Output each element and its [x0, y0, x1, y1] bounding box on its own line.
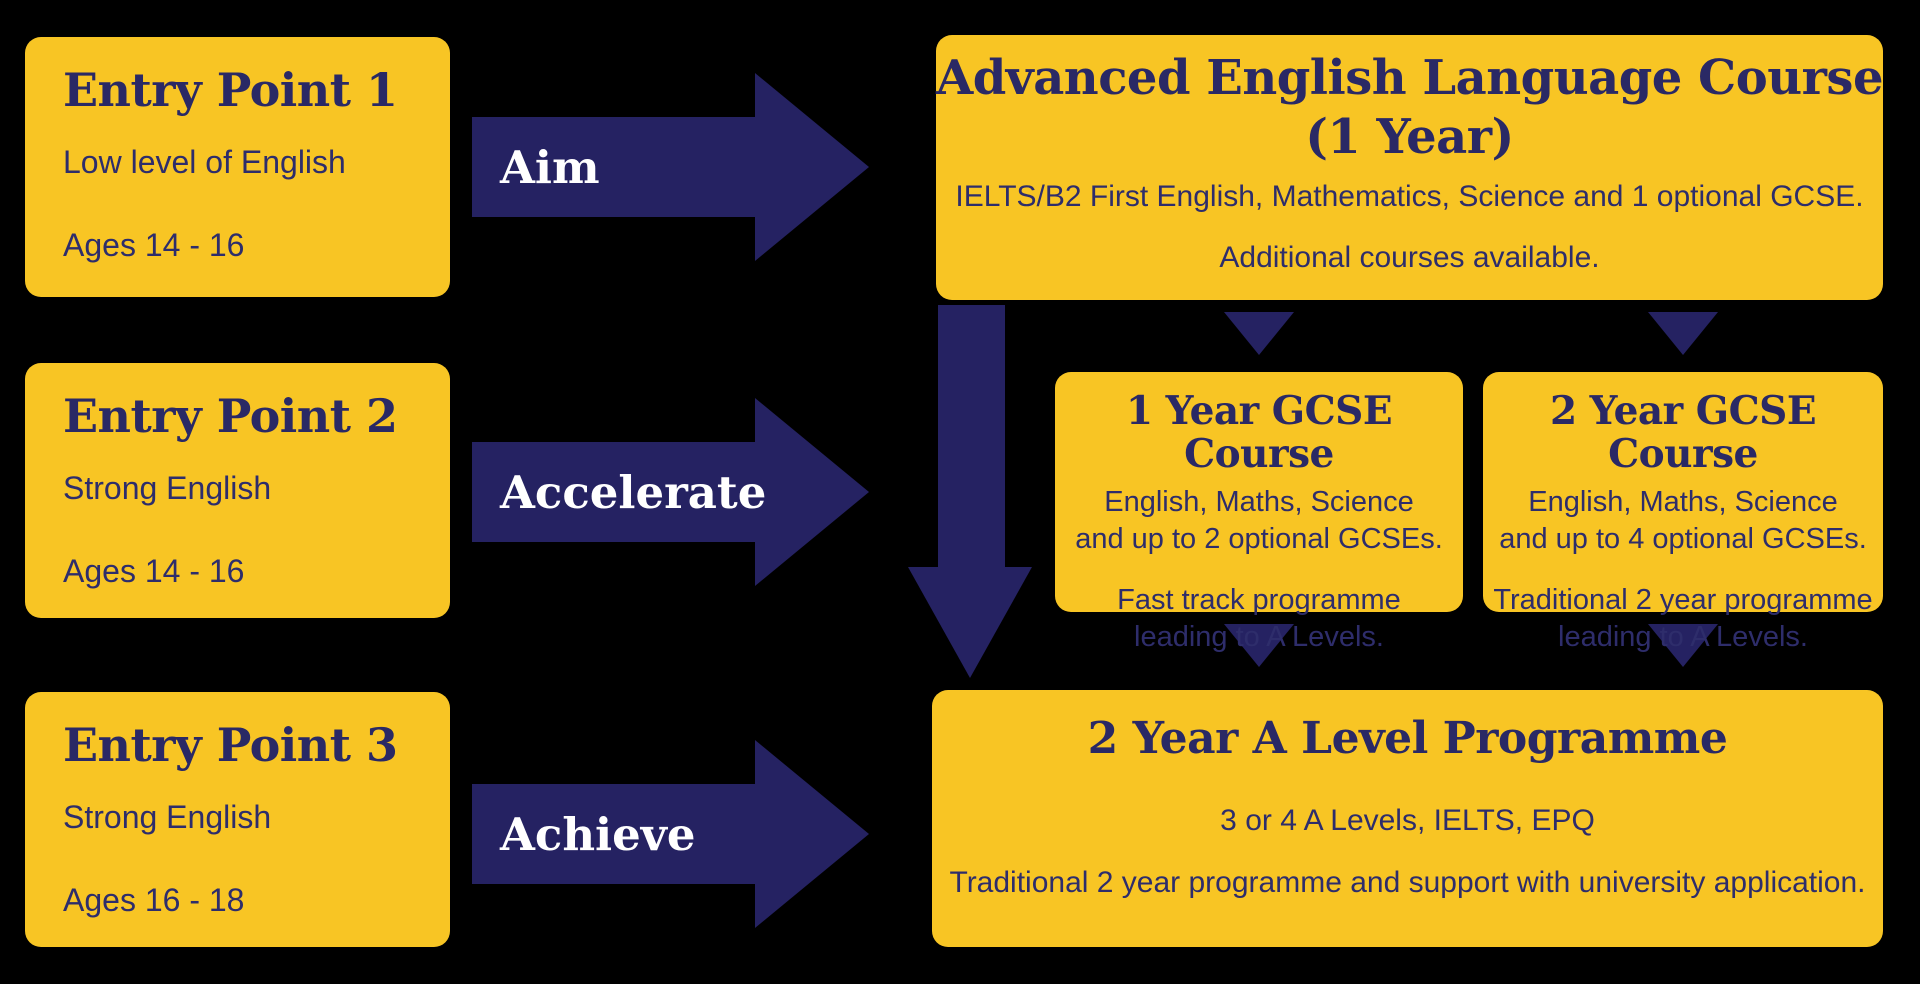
gcse-2-year-programme: Traditional 2 year programme leading to …: [1483, 582, 1883, 656]
gcse-2-year-programme-line2: leading to A Levels.: [1558, 621, 1808, 654]
entry-point-1-card: Entry Point 1 Low level of English Ages …: [25, 37, 450, 297]
gcse-1-year-programme-line1: Fast track programme: [1117, 584, 1401, 616]
advanced-english-course-card: Advanced English Language Course (1 Year…: [936, 35, 1883, 300]
down-arrow-icon: [908, 567, 1032, 678]
right-arrow-icon: [755, 73, 869, 261]
gcse-2-year-card: 2 Year GCSE Course English, Maths, Scien…: [1483, 372, 1883, 653]
a-level-programme-title: 2 Year A Level Programme: [1087, 713, 1728, 764]
entry-point-3-card: Entry Point 3 Strong English Ages 16 - 1…: [25, 692, 450, 947]
achieve-arrow-label: Achieve: [500, 807, 696, 861]
entry-point-1-ages: Ages 14 - 16: [63, 227, 245, 264]
accelerate-arrow-body: [472, 442, 756, 542]
a-level-programme-note: Traditional 2 year programme and support…: [949, 866, 1866, 900]
entry-point-3-level: Strong English: [63, 798, 272, 835]
aim-arrow-body: [472, 117, 756, 217]
entry-point-1-level: Low level of English: [63, 143, 346, 180]
entry-point-1-title: Entry Point 1: [63, 63, 398, 117]
gcse-2-year-programme-line1: Traditional 2 year programme: [1493, 584, 1873, 616]
gcse-2-year-subjects-line2: and up to 4 optional GCSEs.: [1499, 522, 1867, 555]
advanced-english-course-title-line1: Advanced English Language Course: [936, 50, 1883, 106]
advanced-english-course-title: Advanced English Language Course (1 Year…: [936, 49, 1883, 166]
gcse-1-year-title: 1 Year GCSE Course: [1125, 388, 1393, 477]
accelerate-arrow-label: Accelerate: [500, 465, 767, 519]
entry-point-2-ages: Ages 14 - 16: [63, 553, 245, 590]
advanced-english-course-subjects: IELTS/B2 First English, Mathematics, Sci…: [955, 180, 1864, 214]
a-level-programme-subjects: 3 or 4 A Levels, IELTS, EPQ: [1220, 804, 1595, 838]
down-triangle-icon-gcse1-to-alevel: [1224, 624, 1294, 667]
down-arrow-body: [938, 305, 1005, 568]
aim-arrow: Aim: [472, 73, 869, 261]
entry-point-2-title: Entry Point 2: [63, 389, 398, 443]
down-triangle-icon-gcse2-to-alevel: [1648, 624, 1718, 667]
entry-point-3-title: Entry Point 3: [63, 718, 398, 772]
gcse-1-year-subjects-line1: English, Maths, Science: [1104, 485, 1414, 518]
right-arrow-icon: [755, 398, 869, 586]
down-arrow-advanced-to-alevel: [908, 305, 1032, 678]
gcse-2-year-subjects-line1: English, Maths, Science: [1528, 485, 1838, 518]
gcse-2-year-title: 2 Year GCSE Course: [1549, 388, 1817, 477]
gcse-1-year-programme: Fast track programme leading to A Levels…: [1055, 582, 1463, 656]
gcse-1-year-card: 1 Year GCSE Course English, Maths, Scien…: [1055, 372, 1463, 653]
a-level-programme-card: 2 Year A Level Programme 3 or 4 A Levels…: [932, 690, 1883, 947]
advanced-english-course-note: Additional courses available.: [1219, 241, 1600, 275]
down-triangle-icon-advanced-to-gcse2: [1648, 312, 1718, 355]
down-triangle-icon-advanced-to-gcse1: [1224, 312, 1294, 355]
entry-point-2-card: Entry Point 2 Strong English Ages 14 - 1…: [25, 363, 450, 618]
aim-arrow-label: Aim: [500, 140, 600, 194]
entry-point-3-ages: Ages 16 - 18: [63, 882, 245, 919]
right-arrow-icon: [755, 740, 869, 928]
accelerate-arrow: Accelerate: [472, 398, 869, 586]
gcse-1-year-programme-line2: leading to A Levels.: [1134, 621, 1384, 654]
achieve-arrow: Achieve: [472, 740, 869, 928]
advanced-english-course-title-line2: (1 Year): [1305, 108, 1514, 165]
entry-point-2-level: Strong English: [63, 469, 272, 506]
gcse-1-year-subjects-line2: and up to 2 optional GCSEs.: [1075, 522, 1443, 555]
gcse-2-year-subjects: English, Maths, Science and up to 4 opti…: [1483, 484, 1883, 558]
gcse-1-year-subjects: English, Maths, Science and up to 2 opti…: [1055, 484, 1463, 558]
achieve-arrow-body: [472, 784, 756, 884]
